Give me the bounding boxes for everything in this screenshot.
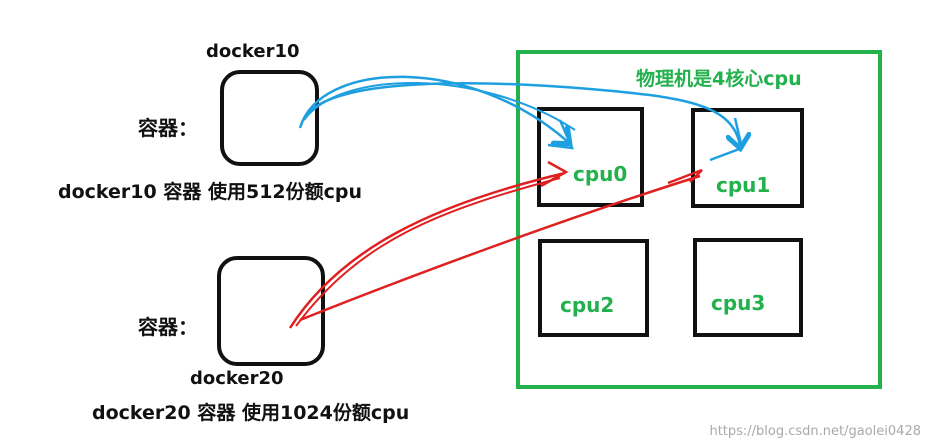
watermark-text: https://blog.csdn.net/gaolei0428 [709, 424, 921, 439]
arrowhead-cpu0-blue [547, 119, 575, 150]
docker10-arrows [298, 75, 744, 162]
arrow-docker10-to-cpu0 [298, 75, 568, 142]
container-docker10-caption: docker10 容器 使用512份额cpu [58, 180, 362, 203]
arrowhead-cpu1-blue [709, 117, 744, 162]
arrow-docker20-to-cpu0 [288, 171, 566, 329]
cpu2-label: cpu2 [560, 293, 614, 317]
host-title: 物理机是4核心cpu [636, 67, 802, 90]
cpu3-box [693, 238, 803, 337]
container-docker10: docker10 容器： docker10 容器 使用512份额cpu [58, 41, 362, 203]
arrow-docker10-to-cpu0-stroke2 [303, 82, 576, 131]
arrow-docker20-to-cpu0-stroke2 [295, 177, 561, 327]
container-docker20-name: docker20 [190, 368, 284, 389]
container-docker20-caption: docker20 容器 使用1024份额cpu [92, 401, 409, 424]
container-docker10-box [220, 70, 319, 166]
arrowhead-cpu0-red [540, 160, 569, 188]
arrowhead-cpu1-red [667, 168, 703, 185]
physical-host: 物理机是4核心cpu cpu0 cpu1 cpu2 cpu3 [516, 50, 882, 389]
container-docker20: 容器： docker20 docker20 容器 使用1024份额cpu [92, 256, 409, 424]
cpu1-box [691, 108, 804, 208]
arrow-docker10-to-cpu1 [303, 82, 740, 146]
container-docker10-prefix: 容器： [138, 116, 198, 140]
cpu2-box [538, 239, 649, 337]
container-docker10-name: docker10 [206, 41, 300, 62]
docker20-arrows [288, 160, 703, 329]
container-docker20-prefix: 容器： [138, 315, 198, 339]
cpu0-box [537, 107, 644, 207]
cpu1-label: cpu1 [716, 173, 770, 197]
cpu3-label: cpu3 [711, 291, 765, 315]
host-frame [516, 50, 882, 389]
cpu0-label: cpu0 [573, 162, 627, 186]
arrow-docker20-to-cpu1 [299, 174, 701, 322]
